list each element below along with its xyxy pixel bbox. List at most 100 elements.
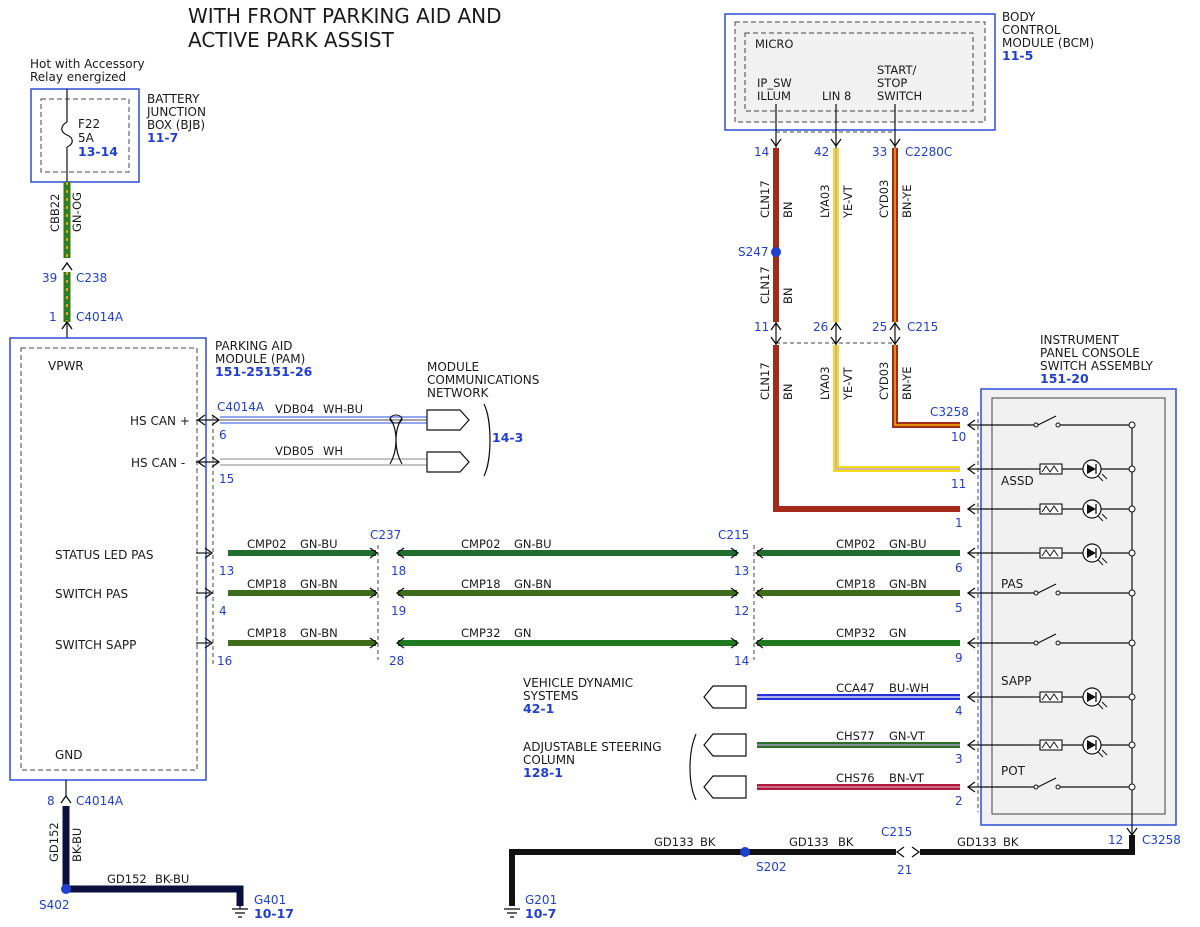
wire-cln17-circuit: CLN17 — [758, 180, 772, 218]
bcm-box — [724, 13, 996, 131]
wire-cln17-color-3: BN — [781, 384, 795, 401]
ipc-label-pas: PAS — [1001, 577, 1023, 591]
pin-c3258-10: 10 — [951, 430, 966, 444]
splice-s202: S202 — [756, 860, 787, 874]
wire-cyd03-circuit: CYD03 — [877, 180, 891, 218]
splice-s402: S402 — [39, 898, 70, 912]
wire-lya03-color: YE-VT — [841, 184, 855, 219]
wire-gd152-color-2: BK-BU — [155, 872, 189, 886]
power-note: Hot with Accessory — [30, 57, 145, 71]
wire-lya03-circuit: LYA03 — [818, 184, 832, 218]
bjb-name-2: JUNCTION — [146, 105, 206, 119]
pam-signal-switch-sapp: SWITCH SAPP — [55, 638, 136, 652]
pin-c4014a-4: 4 — [219, 604, 227, 618]
wire-lya03-circuit-2: LYA03 — [818, 366, 832, 400]
connector-c3258: C3258 — [930, 405, 969, 419]
wire-gd133-circuit: GD133 — [957, 835, 997, 849]
bcm-inner-box — [734, 21, 986, 123]
resistor-icon — [1039, 547, 1063, 559]
brace-icon — [483, 403, 491, 477]
title-line-1: WITH FRONT PARKING AID AND — [188, 4, 502, 28]
ground-g201-ref: 10-7 — [525, 906, 556, 921]
connector-arrows — [204, 547, 764, 649]
bus-junction-icon — [1128, 693, 1136, 701]
resistor-icon — [1039, 739, 1063, 751]
ipc-box — [980, 388, 1177, 826]
wire-gd133 — [509, 827, 1138, 906]
wire-lya03-color-2: YE-VT — [841, 366, 855, 401]
ipc-led-illum — [966, 459, 1136, 482]
wire-cmp32-color-2: GN — [889, 626, 907, 640]
splice-s247: S247 — [738, 245, 769, 259]
wire-cln17-color: BN — [781, 202, 795, 219]
ipc-led-assd — [966, 499, 1136, 522]
pin-c237-28: 28 — [389, 654, 404, 668]
bcm-micro-box — [744, 32, 974, 112]
wire-lya03 — [833, 148, 960, 472]
wire-chs76-circuit: CHS76 — [836, 771, 875, 785]
wire-chs77-circuit: CHS77 — [836, 729, 875, 743]
pin-c215-26: 26 — [813, 320, 828, 334]
wire-cbb22-circuit: CBB22 — [48, 194, 62, 232]
pam-name-2: MODULE (PAM) — [215, 352, 305, 366]
wire-cmp02-color-3: GN-BU — [889, 537, 927, 551]
ipc-ref: 151-20 — [1040, 371, 1089, 386]
bjb-name-1: BATTERY — [147, 92, 200, 106]
pin-c4014a-1: 1 — [49, 310, 57, 324]
network-name-3: NETWORK — [427, 386, 490, 400]
wire-cyd03-color-2: BN-YE — [900, 366, 914, 400]
wire-cln17-circuit-3: CLN17 — [758, 362, 772, 400]
pin-c4014a-6: 6 — [219, 428, 227, 442]
bus-junction-icon — [1128, 589, 1136, 597]
fuse-rating: 5A — [78, 131, 95, 145]
connector-c238: C238 — [76, 271, 107, 285]
ipc-switch-sapp — [966, 633, 1136, 649]
bcm-ref: 11-5 — [1002, 48, 1033, 63]
ground-g201-icon — [504, 908, 520, 918]
bjb-box — [30, 88, 140, 183]
wire-gd133-color-2: BK — [838, 835, 854, 849]
pin-c4014a-13: 13 — [219, 564, 234, 578]
bcm-name-2: CONTROL — [1002, 23, 1061, 37]
bus-junction-icon — [1128, 465, 1136, 473]
bus-junction-icon — [1128, 505, 1136, 513]
pin-c215-11: 11 — [754, 320, 769, 334]
bjb-ref: 11-7 — [147, 130, 178, 145]
pam-signal-hs-can-plus: HS CAN + — [130, 414, 190, 428]
connector-c4014a: C4014A — [76, 310, 124, 324]
network-name-1: MODULE — [427, 360, 479, 374]
pin-c3258-2: 2 — [955, 794, 963, 808]
ipc-name-1: INSTRUMENT — [1040, 333, 1119, 347]
bcm-pin-ipsw: IP_SW — [757, 76, 792, 90]
pin-c215-25: 25 — [872, 320, 887, 334]
resistor-icon — [1039, 503, 1063, 515]
ipc-led-sapp — [966, 687, 1136, 710]
wire-chs77-color: GN-VT — [889, 729, 926, 743]
wire-cmp32-circuit: CMP32 — [461, 626, 501, 640]
pin-c237-18: 18 — [391, 564, 406, 578]
connector-c2280c: C2280C — [905, 145, 952, 159]
pin-c3258-12: 12 — [1108, 833, 1123, 847]
ipc-led-pot — [966, 735, 1136, 758]
pam-vpwr: VPWR — [48, 359, 84, 373]
pin-c3258-1: 1 — [955, 516, 963, 530]
pam-inner-box — [20, 347, 198, 771]
resistor-icon — [1039, 691, 1063, 703]
wire-cmp02-color-2: GN-BU — [514, 537, 552, 551]
wire-gd152-color: BK-BU — [70, 828, 84, 862]
asc-ref: 128-1 — [523, 765, 563, 780]
wire-vdb04-circuit: VDB04 — [275, 402, 314, 416]
ipc-inner-box — [991, 397, 1166, 815]
fuse-icon — [61, 121, 73, 148]
pin-c215-12: 12 — [734, 604, 749, 618]
ground-g201: G201 — [525, 893, 557, 907]
diagram-title: WITH FRONT PARKING AID AND ACTIVE PARK A… — [188, 4, 502, 52]
resistor-icon — [1039, 463, 1063, 475]
bcm-pin-stop: STOP — [877, 76, 907, 90]
bcm-pin-lin8: LIN 8 — [822, 89, 851, 103]
connector-arrow-icon — [61, 261, 73, 271]
pin-c3258-6: 6 — [955, 561, 963, 575]
switch-contact-icon — [1037, 633, 1057, 644]
connector-c237: C237 — [370, 528, 401, 542]
